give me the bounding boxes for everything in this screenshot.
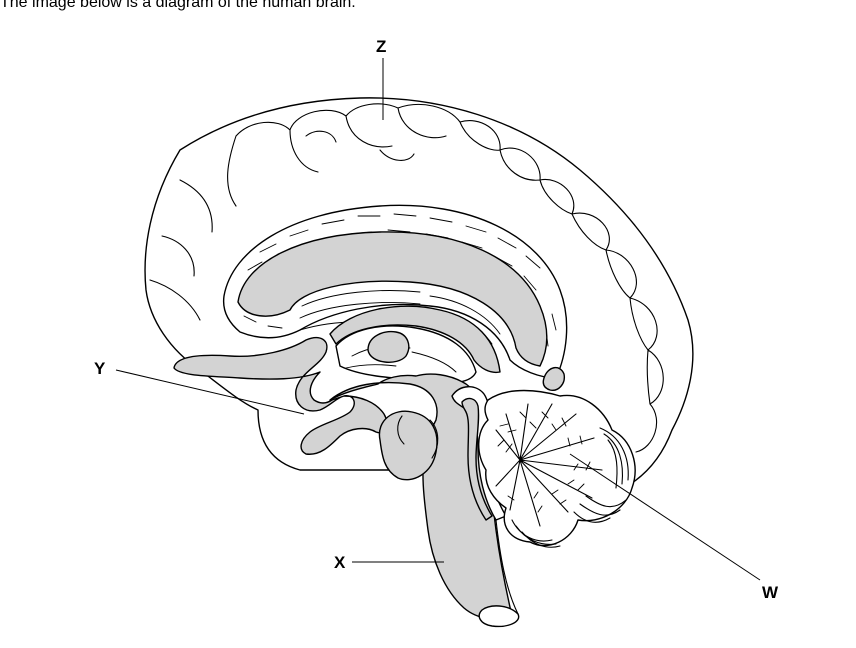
hypothalamus-region xyxy=(173,336,388,455)
cerebellum xyxy=(478,389,636,547)
leader-w xyxy=(569,453,761,581)
label-x: X xyxy=(334,553,346,572)
interthalamic-adhesion xyxy=(367,330,410,363)
label-w: W xyxy=(762,583,779,602)
spinal-cord xyxy=(478,605,520,628)
pineal-gland xyxy=(542,367,565,391)
fornix xyxy=(329,305,501,374)
aqueduct xyxy=(461,397,493,521)
brainstem xyxy=(329,373,513,620)
pons-outline xyxy=(397,415,439,459)
gyri-outline xyxy=(149,103,664,453)
diagram-caption: The image below is a diagram of the huma… xyxy=(0,0,356,11)
spinal-cord-edge xyxy=(495,519,519,615)
label-y: Y xyxy=(94,359,106,378)
label-z: Z xyxy=(376,37,386,56)
lateral-ventricle xyxy=(237,231,548,367)
leader-y xyxy=(115,369,305,415)
cerebellar-folia xyxy=(511,427,629,548)
midbrain xyxy=(378,410,438,481)
